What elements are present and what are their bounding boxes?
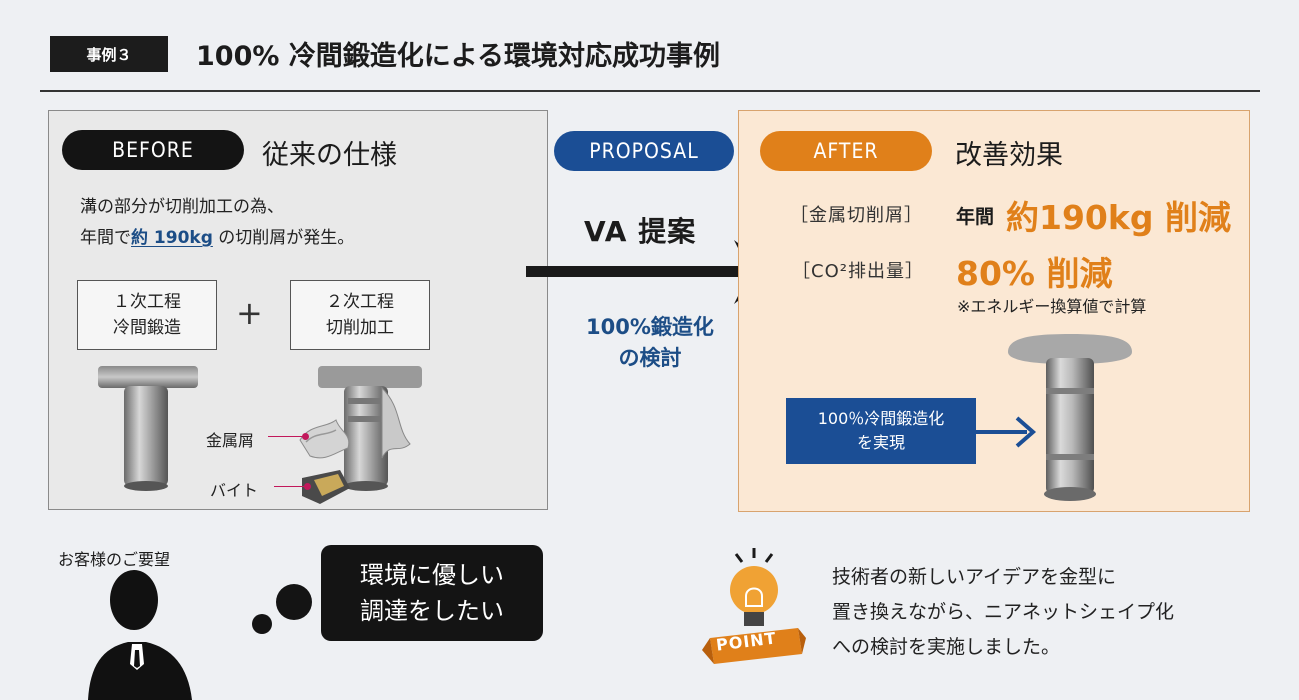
- customer-request-label: お客様のご要望: [58, 550, 171, 569]
- before-pill: BEFORE: [62, 130, 244, 170]
- point-line1: 技術者の新しいアイデアを金型に: [832, 566, 1117, 588]
- bubble-line2: 調達をしたい: [360, 597, 504, 625]
- before-desc-line2: 年間で約 190kg の切削屑が発生。: [80, 223, 354, 254]
- plus-sign: +: [236, 294, 263, 332]
- desc-text: 年間で: [80, 228, 131, 248]
- step2-process: 切削加工: [326, 318, 394, 338]
- thought-dot-small: [252, 614, 272, 634]
- case-badge: 事例３: [50, 36, 168, 72]
- lightbulb-point-icon: [702, 548, 806, 664]
- point-description: 技術者の新しいアイデアを金型に 置き換えながら、ニアネットシェイプ化 への検討を…: [832, 560, 1174, 665]
- point-line2: 置き換えながら、ニアネットシェイプ化: [832, 601, 1175, 623]
- cutting-tool-image: [302, 470, 350, 504]
- forged-line2: を実現: [856, 433, 905, 452]
- cold-forged-part-image: [98, 366, 198, 491]
- metal-chips-metric-prefix: 年間: [956, 206, 995, 228]
- forging-study-text: 100%鍛造化 の検討: [560, 312, 740, 374]
- study-line2: の検討: [618, 346, 682, 370]
- desc-text: の切削屑が発生。: [212, 228, 355, 248]
- energy-note: ※エネルギー換算値で計算: [957, 297, 1147, 316]
- forging-achieved-box: 100％冷間鍛造化 を実現: [786, 398, 976, 464]
- step1-process: 冷間鍛造: [113, 318, 181, 338]
- step1-box: １次工程 冷間鍛造: [77, 280, 217, 350]
- leader-line: [274, 486, 308, 487]
- after-heading: 改善効果: [955, 140, 1063, 171]
- step2-title: ２次工程: [326, 292, 394, 312]
- page-title: 100% 冷間鍛造化による環境対応成功事例: [196, 41, 721, 72]
- proposal-pill: PROPOSAL: [554, 131, 734, 171]
- machined-part-image: [318, 366, 422, 491]
- after-pill: AFTER: [760, 131, 932, 171]
- thought-dot-large: [276, 584, 312, 620]
- cutting-tool-label: バイト: [210, 481, 259, 500]
- before-desc-line1: 溝の部分が切削加工の為、: [80, 197, 284, 217]
- header-divider: [40, 90, 1260, 92]
- metal-chips-label: 金属屑: [206, 431, 255, 450]
- step2-box: ２次工程 切削加工: [290, 280, 430, 350]
- point-line3: への検討を実施しました。: [832, 636, 1061, 658]
- bubble-line1: 環境に優しい: [360, 561, 504, 589]
- before-heading: 従来の仕様: [262, 140, 397, 171]
- va-proposal-label: VA 提案: [584, 215, 697, 248]
- step1-title: １次工程: [113, 292, 181, 312]
- request-speech-bubble: 環境に優しい 調達をしたい: [321, 545, 543, 641]
- arrow-right-icon: [975, 416, 1037, 448]
- metal-chips-metric-value: 約190kg 削減: [1006, 198, 1231, 237]
- metal-chips-image: [299, 419, 350, 459]
- forged-line1: 100％冷間鍛造化: [817, 409, 945, 428]
- forged-part-image: [1008, 334, 1132, 501]
- leader-dot: [302, 433, 309, 440]
- leader-dot: [304, 483, 311, 490]
- desc-highlight: 約 190kg: [131, 228, 213, 248]
- study-line1: 100%鍛造化: [586, 315, 714, 339]
- leader-line: [268, 436, 306, 437]
- co2-metric-value: 80% 削減: [956, 254, 1113, 293]
- before-description: 溝の部分が切削加工の為、 年間で約 190kg の切削屑が発生。: [80, 192, 354, 254]
- metal-chips-metric-label: ［金属切削屑］: [790, 205, 923, 226]
- co2-metric-label: ［CO²排出量］: [792, 261, 924, 282]
- businessman-silhouette-icon: [88, 570, 192, 700]
